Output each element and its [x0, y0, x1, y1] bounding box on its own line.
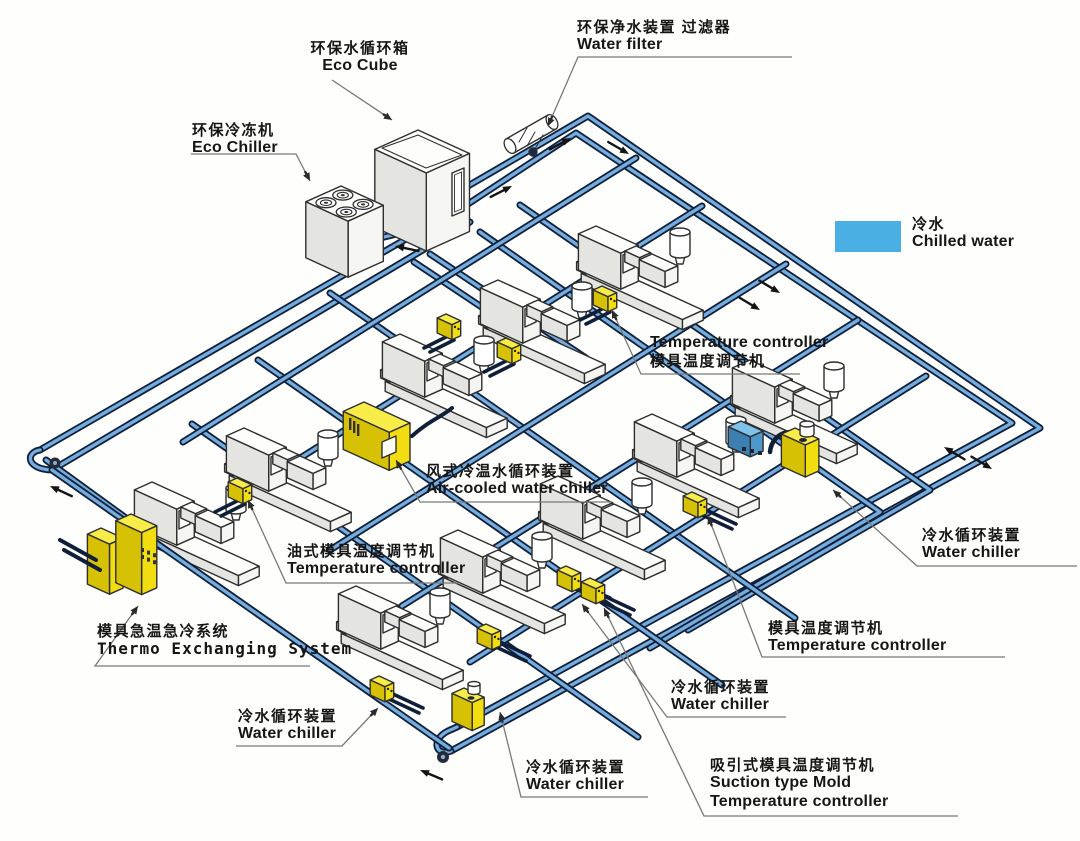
label-water-filter: 环保净水装置 过滤器 Water filter	[577, 19, 731, 55]
injection-molding-machine	[223, 427, 352, 533]
label-suction-zh: 吸引式模具温度调节机	[710, 757, 876, 774]
label-eco-cube-zh: 环保水循环箱	[310, 40, 410, 57]
injection-molding-machine	[631, 413, 760, 519]
label-temp-controller-right: 模具温度调节机 Temperature controller	[768, 620, 946, 656]
label-wc-mid-zh: 冷水循环装置	[671, 679, 771, 696]
label-temp-right-zh: 模具温度调节机	[768, 620, 884, 637]
label-oil-temp-controller: 油式模具温度调节机 Temperature controller	[287, 543, 465, 579]
water-chiller-bottom-device	[451, 680, 485, 732]
leader-lines	[93, 56, 1077, 817]
label-wc-mid-en: Water chiller	[671, 696, 770, 714]
label-oil-temp-en: Temperature controller	[287, 560, 466, 578]
injection-molding-machine	[379, 333, 508, 439]
label-wc-bl-en: Water chiller	[238, 725, 337, 743]
label-temp-right-en: Temperature controller	[768, 637, 947, 655]
label-thermo-en: Thermo Exchanging System	[97, 639, 353, 659]
label-eco-chiller-en: Eco Chiller	[192, 139, 278, 157]
label-water-chiller-right: 冷水循环装置 Water chiller	[922, 527, 1021, 563]
label-suction-controller: 吸引式模具温度调节机 Suction type Mold Temperature…	[710, 757, 888, 811]
label-air-cooled-en: Air-cooled water chiller	[426, 480, 608, 498]
label-wc-bl-zh: 冷水循环装置	[238, 708, 338, 725]
legend-zh: 冷水	[912, 216, 946, 233]
legend-en: Chilled water	[912, 233, 1015, 251]
label-wc-right-zh: 冷水循环装置	[922, 527, 1022, 544]
suction-controller-blue-box	[727, 420, 764, 458]
eco-cube	[374, 129, 471, 252]
label-water-chiller-bottom-left: 冷水循环装置 Water chiller	[238, 708, 337, 744]
injection-molding-machine	[335, 585, 464, 691]
label-temp-controller-top: Temperature controller 模具温度调节机	[650, 334, 828, 370]
label-water-filter-en: Water filter	[577, 36, 663, 54]
injection-molding-machine	[437, 529, 566, 635]
air-cooled-water-chiller	[342, 401, 454, 472]
label-wc-b-en: Water chiller	[526, 776, 625, 794]
label-wc-right-en: Water chiller	[922, 544, 1021, 562]
eco-chiller	[305, 185, 384, 278]
flow-arrows	[49, 138, 992, 781]
label-eco-cube-en: Eco Cube	[322, 57, 398, 75]
temperature-controllers	[213, 285, 738, 715]
label-suction-en2: Temperature controller	[710, 792, 889, 810]
legend-chilled-water: 冷水 Chilled water	[912, 216, 1014, 252]
label-air-cooled-chiller: 风式冷温水循环装置 Air-cooled water chiller	[426, 463, 608, 499]
thermo-exchanging-system	[58, 513, 158, 596]
legend-swatch-chilled-water	[835, 221, 901, 252]
label-oil-temp-zh: 油式模具温度调节机	[287, 543, 436, 560]
label-thermo-exchanging: 模具急温急冷系统 Thermo Exchanging System	[97, 623, 352, 659]
label-suction-en1: Suction type Mold	[710, 774, 852, 792]
label-air-cooled-zh: 风式冷温水循环装置	[426, 463, 575, 480]
label-temp-controller-top-en: Temperature controller	[650, 334, 829, 351]
water-chiller-right-device	[767, 420, 820, 478]
label-temp-controller-top-zh: 模具温度调节机	[650, 352, 766, 370]
injection-molding-machine	[537, 475, 666, 581]
label-water-chiller-mid: 冷水循环装置 Water chiller	[671, 679, 770, 715]
label-wc-b-zh: 冷水循环装置	[526, 759, 626, 776]
pipe-network-front	[48, 466, 453, 752]
label-eco-chiller-zh: 环保冷冻机	[192, 122, 275, 139]
label-water-filter-zh: 环保净水装置 过滤器	[577, 19, 732, 36]
label-water-chiller-bottom: 冷水循环装置 Water chiller	[526, 759, 625, 795]
label-thermo-zh: 模具急温急冷系统	[97, 623, 230, 640]
label-eco-chiller: 环保冷冻机 Eco Chiller	[192, 122, 278, 158]
label-eco-cube: 环保水循环箱 Eco Cube	[298, 40, 422, 76]
